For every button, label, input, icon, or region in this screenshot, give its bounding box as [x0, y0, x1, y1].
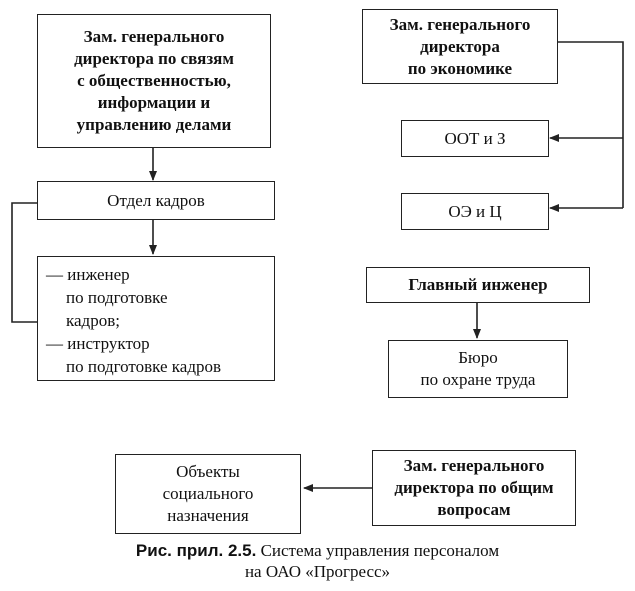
figure-caption: Рис. прил. 2.5. Система управления персо… — [0, 540, 635, 582]
caption-line-1: Рис. прил. 2.5. Система управления персо… — [0, 540, 635, 561]
caption-line-2: на ОАО «Прогресс» — [244, 562, 391, 581]
box-chief-engineer: Главный инженер — [366, 267, 590, 303]
caption-label: Рис. прил. 2.5. — [135, 541, 257, 560]
box-hr-staff-list: — инженер по подготовке кадров; — инстру… — [37, 256, 275, 381]
box-deputy-general-text: Зам. генерального директора по общим воп… — [394, 456, 554, 519]
box-deputy-general: Зам. генерального директора по общим воп… — [372, 450, 576, 526]
hr-list-item-1-line-2: по подготовке — [66, 288, 168, 307]
box-social-objects: Объекты социального назначения — [115, 454, 301, 534]
box-deputy-pr: Зам. генерального директора по связям с … — [37, 14, 271, 148]
box-oe-c: ОЭ и Ц — [401, 193, 549, 230]
hr-list-item-1-line-1: — инженер — [46, 265, 130, 284]
hr-list-item-2-line-2: по подготовке кадров — [66, 357, 222, 376]
box-oot-z: ООТ и З — [401, 120, 549, 157]
box-safety-bureau: Бюро по охране труда — [388, 340, 568, 398]
box-social-objects-text: Объекты социального назначения — [162, 462, 254, 525]
box-oot-z-text: ООТ и З — [444, 128, 506, 148]
box-deputy-pr-text: Зам. генерального директора по связям с … — [74, 27, 234, 134]
box-safety-bureau-text: Бюро по охране труда — [420, 348, 536, 389]
hr-bracket-line — [11, 202, 38, 323]
box-deputy-economics-text: Зам. генерального директора по экономике — [389, 14, 531, 78]
box-hr-department-text: Отдел кадров — [107, 190, 205, 210]
box-chief-engineer-text: Главный инженер — [408, 275, 548, 294]
box-oe-c-text: ОЭ и Ц — [448, 201, 502, 221]
caption-title: Система управления персоналом — [256, 541, 500, 560]
hr-list-item-2-line-1: — инструктор — [46, 334, 150, 353]
box-hr-department: Отдел кадров — [37, 181, 275, 220]
box-deputy-economics: Зам. генерального директора по экономике — [362, 9, 558, 84]
economics-bracket-line — [558, 41, 624, 208]
hr-list-item-1-line-3: кадров; — [66, 311, 120, 330]
